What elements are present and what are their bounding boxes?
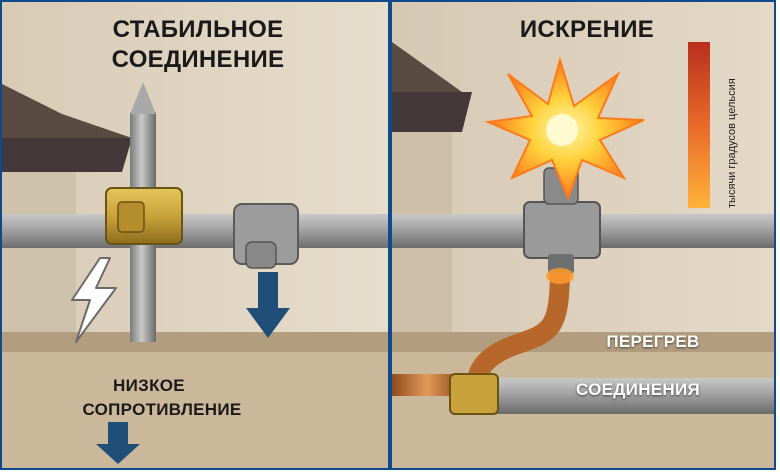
lower-pipe: [488, 378, 774, 414]
right-title: ИСКРЕНИЕ: [519, 16, 655, 43]
temperature-scale-label: тысячи градусов цельсия: [726, 78, 738, 208]
stable-connection-illustration: [2, 2, 388, 468]
overheat-caption-line2: СОЕДИНЕНИЯ: [575, 380, 701, 399]
panel-divider: [388, 2, 392, 468]
left-title-line2: СОЕДИНЕНИЕ: [111, 46, 285, 73]
lightning-icon: [71, 257, 117, 343]
heat-glow: [546, 268, 574, 284]
overheat-caption-line1: ПЕРЕГРЕВ: [606, 332, 700, 351]
corroded-clamp: [523, 201, 601, 259]
sparking-illustration: [392, 2, 774, 468]
down-arrow-icon: [96, 422, 140, 464]
down-arrow-icon: [246, 272, 290, 338]
horizontal-pipe: [2, 214, 388, 248]
roof-shape: [2, 84, 132, 148]
panel-sparking: тысячи градусов цельсия: [392, 2, 774, 468]
low-resistance-caption-line1: НИЗКОЕ: [113, 376, 185, 395]
spark-burst-icon: [484, 56, 645, 201]
left-title-line1: СТАБИЛЬНОЕ: [112, 16, 284, 43]
temperature-scale-bar: [688, 42, 710, 208]
brass-fitting: [449, 373, 499, 415]
panel-stable-connection: СТАБИЛЬНОЕ СОЕДИНЕНИЕ НИЗКОЕ СОПРОТИВЛЕН…: [2, 2, 388, 468]
low-resistance-caption-line2: СОПРОТИВЛЕНИЕ: [82, 400, 242, 419]
